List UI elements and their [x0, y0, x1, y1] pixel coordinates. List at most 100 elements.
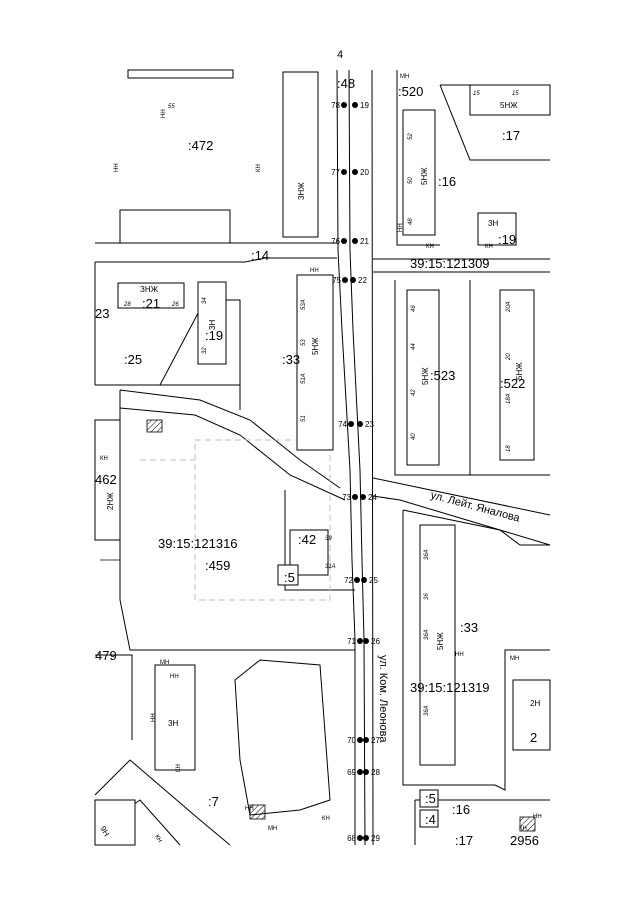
building-label: КН — [153, 834, 162, 844]
building-label: КН — [519, 826, 527, 832]
parcel-label: :14 — [251, 248, 269, 263]
block-label-121316: 39:15:121316 — [158, 536, 238, 551]
parcel-label: 2 — [530, 730, 537, 745]
buildings-layer — [94, 69, 551, 846]
point-label: 29 — [371, 834, 380, 843]
building-label: 5НЖ — [421, 367, 430, 385]
point-label: 76 — [331, 237, 340, 246]
point-label: 78 — [331, 101, 340, 110]
parcel-label: :5 — [284, 570, 295, 585]
house-number: 20А — [506, 301, 512, 313]
house-number: 36А — [424, 705, 430, 716]
parcel-label: :522 — [500, 376, 525, 391]
house-number: 51 — [301, 415, 307, 422]
house-number: 36А — [424, 629, 430, 640]
building-label: НН — [245, 806, 254, 812]
parcel-label: :520 — [398, 84, 423, 99]
house-number: 34 — [202, 297, 208, 304]
building-label: МН — [400, 74, 409, 80]
house-number: 18 — [506, 445, 512, 452]
building-label: КН — [426, 244, 434, 250]
building-label: КН — [485, 244, 493, 250]
parcel-label: 2956 — [510, 833, 539, 848]
point-label: 68 — [347, 834, 356, 843]
point-label: 20 — [360, 168, 369, 177]
boundary-points-left: 78 77 76 75 74 73 72 71 70 69 68 — [331, 101, 363, 843]
point-label: 19 — [360, 101, 369, 110]
building-label: НН — [170, 674, 179, 680]
parcel-label: :7 — [208, 794, 219, 809]
point-label: 71 — [347, 637, 356, 646]
building-label: МН — [268, 826, 277, 832]
boundary-points-right: 19 20 21 22 23 24 25 26 27 28 29 — [350, 101, 380, 843]
point-label: 75 — [332, 276, 341, 285]
point-label: 23 — [365, 420, 374, 429]
house-numbers: 55 15 15 52 50 48 28 26 34 32 53А 53 51А… — [123, 91, 519, 716]
house-number: 36А — [424, 549, 430, 560]
parcel-label: :459 — [205, 558, 230, 573]
house-number: 32 — [202, 347, 208, 354]
house-number: 18А — [506, 393, 512, 404]
house-number: 40 — [411, 433, 417, 440]
parcel-label: :25 — [124, 352, 142, 367]
house-number: 42 — [411, 389, 417, 396]
point-label: 21 — [360, 237, 369, 246]
point-label: 74 — [338, 420, 347, 429]
parcel-label: 462 — [95, 472, 117, 487]
house-number: 15 — [512, 91, 519, 97]
parcel-label: :33 — [460, 620, 478, 635]
parcel-label: :16 — [438, 174, 456, 189]
building-label: КН — [256, 164, 262, 172]
house-number: 44 — [411, 343, 417, 350]
house-number: 50 — [408, 177, 414, 184]
page-number: 4 — [337, 49, 343, 61]
house-number: 26 — [171, 302, 179, 308]
house-number: 53А — [301, 299, 307, 310]
building-label: 2НЖ — [106, 492, 115, 510]
parcel-label: :19 — [498, 232, 516, 247]
building-label: НН — [533, 814, 542, 820]
point-label: 27 — [371, 736, 380, 745]
point-label: 28 — [371, 768, 380, 777]
street-label-leonova: ул. Ком. Леонова — [377, 655, 389, 743]
building-type-labels: 5НЖ 3НЖ ЗНЖ 5НЖ 5НЖ 5НЖ 5НЖ 3Н 3Н 2НЖ 5Н… — [98, 74, 541, 844]
building-label: ЗНЖ — [140, 285, 159, 294]
block-label-121309: 39:15:121309 — [410, 256, 490, 271]
point-label: 22 — [358, 276, 367, 285]
parcel-label: :16 — [452, 802, 470, 817]
building-label: НН — [398, 223, 404, 232]
building-label: 5НЖ — [500, 101, 518, 110]
house-number: 31А — [325, 564, 336, 570]
building-label: КН — [322, 816, 330, 822]
house-number: 52 — [408, 133, 414, 140]
house-number: 28 — [123, 302, 131, 308]
point-label: 69 — [347, 768, 356, 777]
parcel-labels: :48 :520 :17 :472 :16 :19 :14 :21 23 :19… — [95, 76, 539, 848]
building-label: КН — [176, 764, 182, 772]
parcel-label: :19 — [205, 328, 223, 343]
building-label: 5НЖ — [311, 337, 320, 355]
parcel-label: :523 — [430, 368, 455, 383]
building-label: 2Н — [530, 699, 540, 708]
building-label: 3Н — [168, 719, 178, 728]
building-label: 5НЖ — [436, 632, 445, 650]
building-label: НН — [151, 713, 157, 722]
block-label-121319: 39:15:121319 — [410, 680, 490, 695]
house-number: 20 — [506, 353, 512, 361]
building-label: 5НЖ — [515, 362, 524, 380]
building-label: КН — [100, 456, 108, 462]
building-label: 5НЖ — [420, 167, 429, 185]
parcel-label: :48 — [337, 76, 355, 91]
building-label: 3Н — [208, 320, 217, 330]
building-label: НН — [161, 109, 167, 118]
house-number: 48 — [408, 218, 414, 225]
house-number: 15 — [473, 91, 480, 97]
street-label-yanalova: ул. Лейт. Яналова — [429, 489, 522, 525]
building-label: МН — [510, 656, 519, 662]
dashed-outlines — [140, 439, 331, 601]
parcel-label: 23 — [95, 306, 109, 321]
building-label: 3НЖ — [297, 182, 306, 200]
point-label: 77 — [331, 168, 340, 177]
parcel-label: :17 — [455, 833, 473, 848]
